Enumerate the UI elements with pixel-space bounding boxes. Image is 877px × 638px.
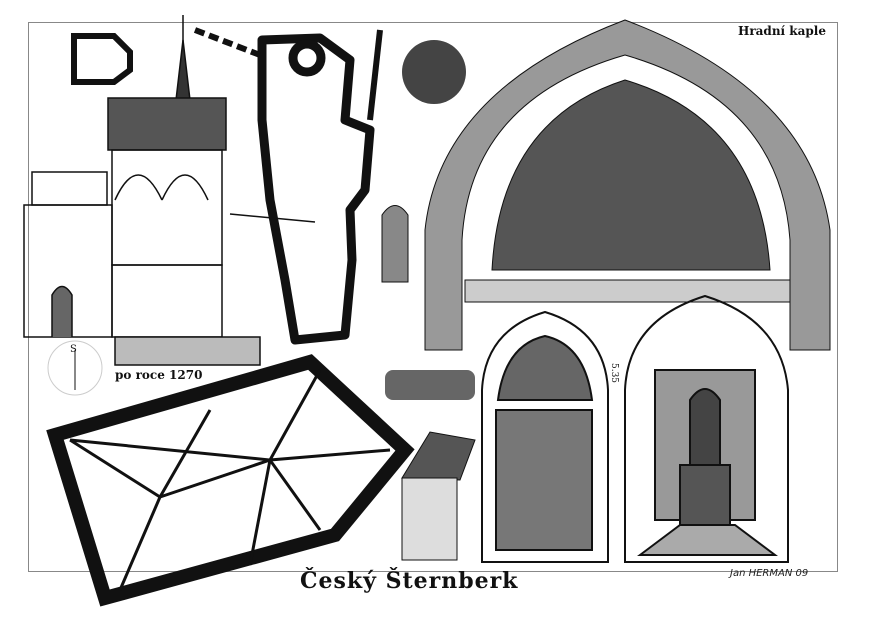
gothic-window-detail: [381, 205, 409, 283]
ornament-rosette: [402, 40, 466, 104]
chapel-section-elevation: [23, 15, 316, 366]
compass-icon: S: [47, 340, 103, 396]
drawing-frame: [28, 22, 838, 572]
svg-text:S: S: [70, 344, 77, 355]
artist-signature: Jan HERMAN 09: [730, 568, 809, 579]
chapel-interior: [624, 294, 789, 563]
small-building-plan: [385, 370, 475, 400]
small-floor-plan: [71, 33, 133, 85]
chapel-label: Hradní kaple: [738, 24, 826, 38]
date-label: po roce 1270: [115, 368, 203, 382]
vaulted-hall-plan: [46, 354, 415, 607]
castle-floor-plan: [193, 27, 383, 345]
portal-tympanum: [424, 19, 831, 351]
gothic-doorway: [481, 310, 609, 563]
tower-building-sketch: [401, 431, 476, 561]
drawing-title: Český Šternberk: [300, 568, 519, 594]
dimension-label: 5.35: [609, 362, 620, 384]
